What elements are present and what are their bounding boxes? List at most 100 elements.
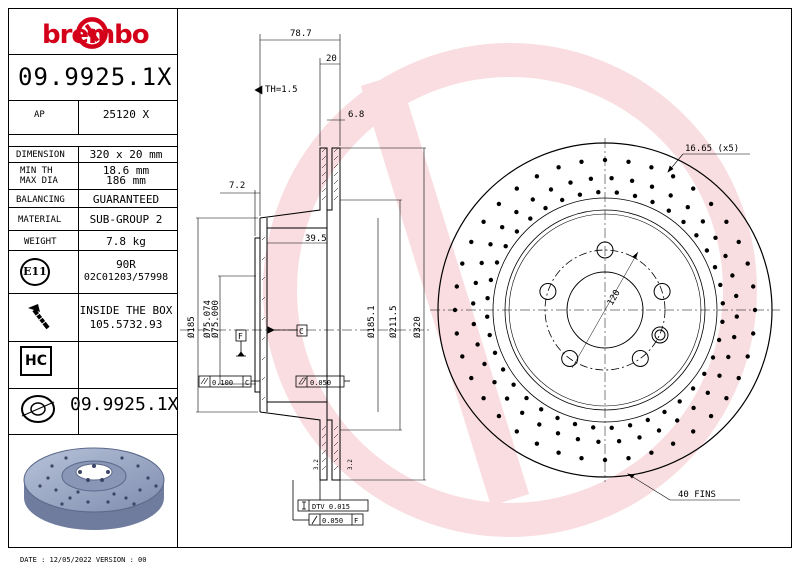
e11-label: E11 xyxy=(23,265,47,278)
drill-hole xyxy=(751,284,756,289)
bolt-hole xyxy=(596,241,614,259)
drill-hole xyxy=(460,261,465,266)
drill-hole xyxy=(752,307,758,313)
drill-hole xyxy=(734,314,739,319)
drill-hole xyxy=(548,187,554,192)
drill-hole xyxy=(649,450,654,455)
tol-flat: 0.050 xyxy=(310,379,331,387)
locator-pin xyxy=(651,326,669,344)
balancing-value: GUARANTEED xyxy=(92,193,160,206)
datum-markers xyxy=(198,324,350,388)
drill-hole xyxy=(713,235,718,240)
runout-ref: F xyxy=(354,517,358,525)
drill-hole xyxy=(730,273,735,278)
drill-hole xyxy=(514,229,520,234)
drill-hole xyxy=(577,192,583,197)
drill-hole xyxy=(702,371,707,376)
drill-hole xyxy=(492,350,498,355)
max-dia-label: MAX DIA xyxy=(20,176,58,186)
e11-line1: 90R xyxy=(116,258,136,271)
disc-icon xyxy=(21,395,55,423)
drill-hole xyxy=(666,208,671,213)
material-label: MATERIAL xyxy=(18,215,62,225)
drill-hole xyxy=(675,418,680,423)
drill-hole xyxy=(460,354,465,359)
drill-hole xyxy=(710,355,716,360)
ap-label: AP xyxy=(34,110,45,120)
drill-hole xyxy=(650,199,655,205)
drill-hole xyxy=(720,301,725,306)
dim-75-074: Ø75.074 xyxy=(202,300,213,338)
drill-hole xyxy=(591,425,596,430)
dtv-label: DTV 0.015 xyxy=(312,503,350,511)
drill-hole xyxy=(452,307,458,313)
drill-hole xyxy=(514,209,519,215)
drill-hole xyxy=(732,334,737,340)
drill-hole xyxy=(716,337,722,343)
drill-hole xyxy=(694,233,699,238)
weight-value: 7.8 kg xyxy=(106,235,146,248)
drill-hole xyxy=(609,176,614,181)
dim-211-5: Ø211.5 xyxy=(388,305,399,338)
drill-hole xyxy=(734,293,739,299)
drill-hole xyxy=(530,197,535,202)
drill-hole xyxy=(700,219,706,224)
tol-perp: 0.100 xyxy=(212,379,233,387)
drill-hole xyxy=(482,361,487,367)
drill-hole xyxy=(720,319,725,324)
drill-hole xyxy=(488,277,494,283)
footer-part-number: 09.9925.1X xyxy=(70,394,179,415)
dim-185: Ø185 xyxy=(186,316,197,338)
dim-78-7: 78.7 xyxy=(290,29,312,39)
dim-6-8: 6.8 xyxy=(348,110,364,120)
drill-hole xyxy=(649,165,654,170)
drill-hole xyxy=(528,216,533,221)
drill-hole xyxy=(555,431,561,436)
datum-c: C xyxy=(299,327,304,336)
finish-label-right: 3.2 xyxy=(347,459,354,470)
bolt-holes xyxy=(539,241,671,367)
dim-185-1: Ø185.1 xyxy=(366,305,377,338)
holes-label: 16.65 (x5) xyxy=(685,144,739,154)
drill-hole xyxy=(534,174,540,179)
drill-hole xyxy=(596,439,601,444)
drill-hole xyxy=(579,456,584,461)
drill-hole xyxy=(691,405,696,411)
tolerance-boxes-bottom xyxy=(292,480,369,526)
drill-hole xyxy=(588,176,594,181)
part-number: 09.9925.1X xyxy=(18,63,173,91)
drill-hole xyxy=(626,159,631,164)
drill-hole xyxy=(723,253,728,259)
drill-hole xyxy=(492,380,497,385)
drill-hole xyxy=(629,178,635,183)
dimension-label: DIMENSION xyxy=(16,150,65,160)
drill-hole xyxy=(579,159,584,164)
drill-hole xyxy=(504,396,510,401)
balancing-label: BALANCING xyxy=(16,195,65,205)
drill-hole xyxy=(560,197,565,203)
drill-hole xyxy=(670,174,676,179)
drill-hole xyxy=(471,301,476,306)
dim-39-5: 39.5 xyxy=(305,234,327,244)
drill-hole xyxy=(537,422,542,427)
drill-hole xyxy=(609,425,614,430)
dimension-value: 320 x 20 mm xyxy=(89,148,163,161)
drill-hole xyxy=(745,354,750,359)
drill-hole xyxy=(487,332,492,338)
drill-hole xyxy=(705,390,710,395)
drill-hole xyxy=(481,396,486,401)
bolt-hole xyxy=(561,350,579,367)
drill-hole xyxy=(534,441,540,446)
drill-hole xyxy=(637,435,642,440)
bolt-hole xyxy=(653,283,671,300)
drill-hole xyxy=(469,239,474,245)
bolt-hole xyxy=(631,350,649,367)
box-line1: INSIDE THE BOX xyxy=(79,304,173,317)
drill-hole xyxy=(555,415,560,421)
drill-hole xyxy=(602,157,608,163)
drill-hole xyxy=(602,457,608,463)
e11-line2: 02C01203/57998 xyxy=(83,272,169,283)
leader-lines xyxy=(627,153,750,501)
drill-hole xyxy=(556,165,561,170)
